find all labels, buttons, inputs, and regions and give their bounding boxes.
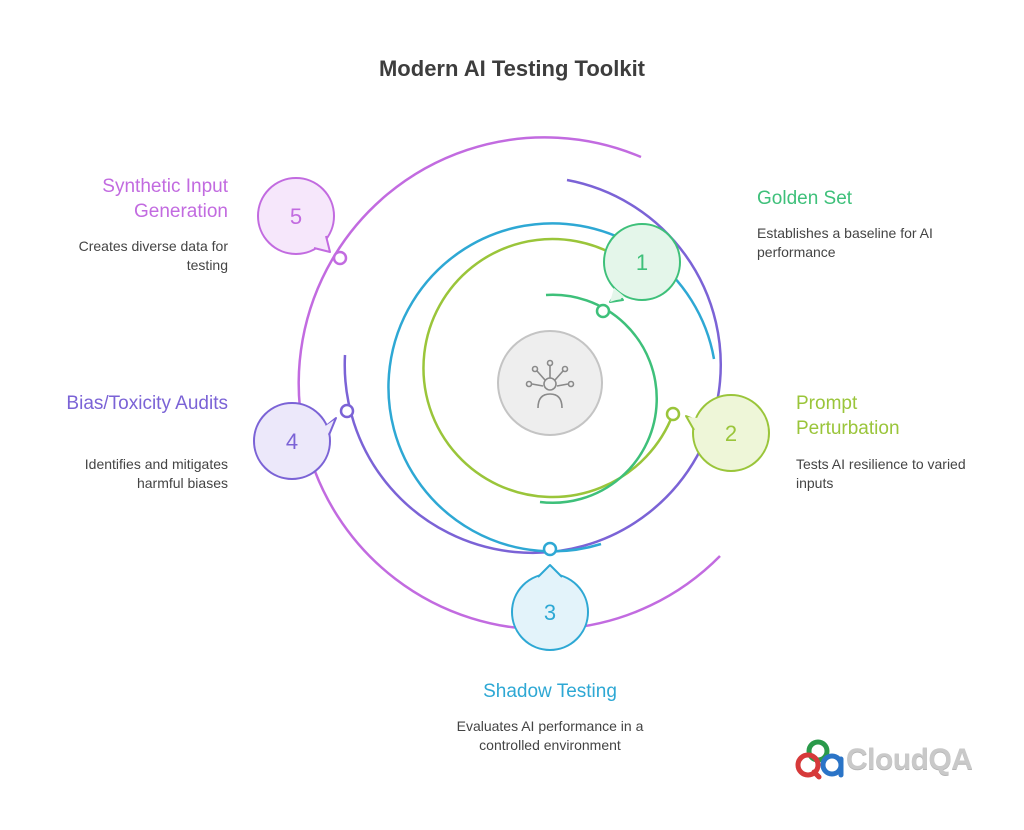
step-desc-5: Creates diverse data for testing xyxy=(78,238,228,273)
step-title-5: Synthetic Input Generation xyxy=(102,176,228,222)
step-title-4: Bias/Toxicity Audits xyxy=(66,393,228,414)
connector-dot-5 xyxy=(332,250,348,266)
ring-arc-1 xyxy=(539,293,658,504)
step-title-2: Prompt Perturbation xyxy=(796,393,900,439)
step-desc-3: Evaluates AI performance in a controlled… xyxy=(456,718,644,753)
connector-dot-2 xyxy=(665,406,681,422)
connector-dot-4 xyxy=(339,403,355,419)
connector-dot-3 xyxy=(542,541,558,557)
step-title-1: Golden Set xyxy=(757,188,853,209)
ring-arc-4 xyxy=(343,178,722,555)
step-bubble-2: 2 xyxy=(685,394,770,472)
step-title-3: Shadow Testing xyxy=(483,681,617,702)
ai-network-icon xyxy=(497,330,603,436)
step-number-2: 2 xyxy=(725,421,737,446)
step-number-1: 1 xyxy=(636,250,648,275)
cloudqa-logo-text: CloudQA xyxy=(846,743,973,776)
page-title: Modern AI Testing Toolkit xyxy=(378,56,646,81)
cloudqa-logo: CloudQA xyxy=(794,737,984,787)
step-desc-1: Establishes a baseline for AI performanc… xyxy=(757,225,933,260)
step-bubble-3: 3 xyxy=(511,564,589,651)
step-number-4: 4 xyxy=(286,429,298,454)
step-desc-2: Tests AI resilience to varied inputs xyxy=(796,456,966,491)
step-number-3: 3 xyxy=(544,600,556,625)
step-bubble-5: 5 xyxy=(257,177,335,255)
connector-dot-1 xyxy=(595,303,611,319)
step-number-5: 5 xyxy=(290,204,302,229)
step-bubble-1: 1 xyxy=(603,223,681,303)
cloudqa-logo-mark xyxy=(795,739,844,780)
step-bubble-4: 4 xyxy=(253,402,337,480)
step-desc-4: Identifies and mitigates harmful biases xyxy=(84,456,228,491)
ring-arc-2 xyxy=(422,237,675,499)
